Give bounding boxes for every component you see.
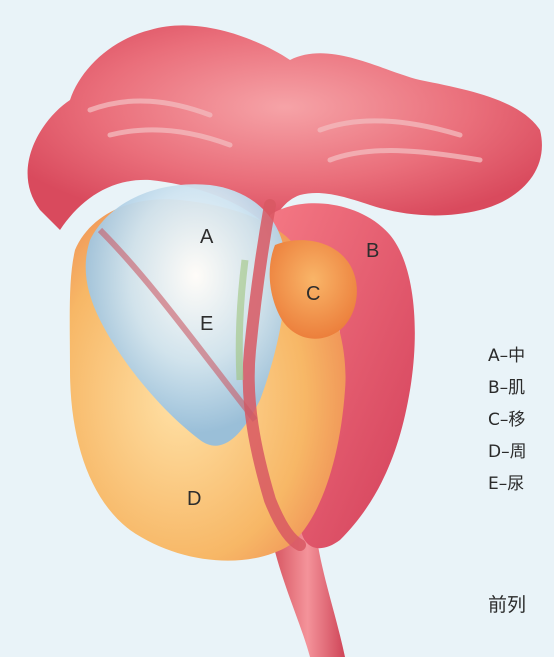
zone-label-c: C bbox=[306, 283, 320, 305]
legend-item-a: A–中 bbox=[488, 340, 554, 372]
figure-caption: 前列 bbox=[488, 590, 554, 617]
zone-legend: A–中 B–肌 C–移 D–周 E–尿 bbox=[488, 340, 554, 500]
zone-label-a: A bbox=[200, 226, 214, 248]
bladder bbox=[28, 25, 542, 230]
legend-item-e: E–尿 bbox=[488, 468, 554, 500]
zone-label-b: B bbox=[366, 240, 379, 262]
legend-item-b: B–肌 bbox=[488, 372, 554, 404]
legend-item-c: C–移 bbox=[488, 404, 554, 436]
legend-item-d: D–周 bbox=[488, 436, 554, 468]
zone-label-e: E bbox=[200, 313, 213, 335]
zone-label-d: D bbox=[187, 488, 201, 510]
